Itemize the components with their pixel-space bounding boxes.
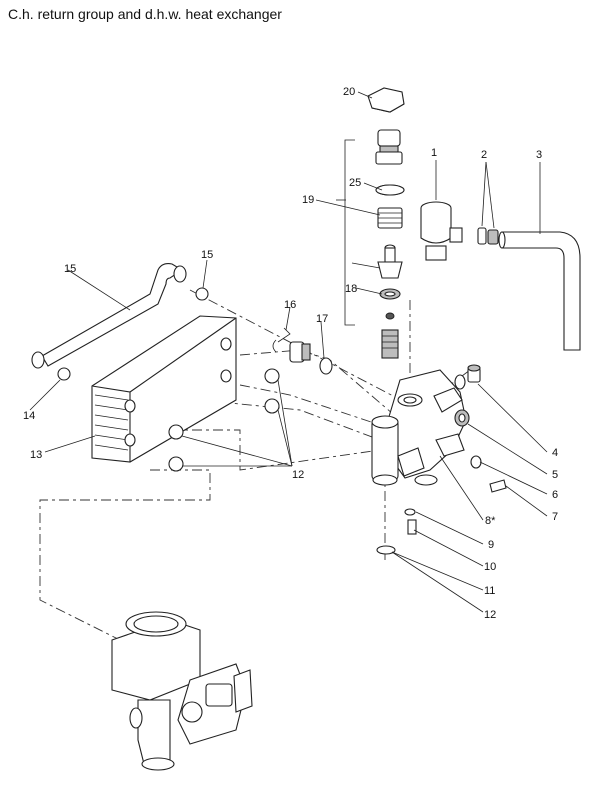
callout-20: 19 xyxy=(302,194,314,206)
callout-13: 12 xyxy=(292,469,304,481)
callout-18: 17 xyxy=(316,313,328,325)
top-cap-part xyxy=(367,87,405,113)
callout-9: 9 xyxy=(488,539,494,551)
bypass-tube-part xyxy=(31,263,187,369)
callout-2: 2 xyxy=(481,149,487,161)
return-group-body xyxy=(371,369,467,486)
callout-17: 16 xyxy=(284,299,296,311)
callout-12: 12 xyxy=(484,609,496,621)
callout-7: 7 xyxy=(552,511,558,523)
callout-19: 18 xyxy=(345,283,357,295)
callout-25: 25 xyxy=(349,177,361,189)
heat-exchanger-part xyxy=(91,315,237,463)
callout-15-lower: 14 xyxy=(23,410,35,422)
group-bracket xyxy=(344,139,355,326)
side-fittings xyxy=(414,364,507,493)
pipe-part xyxy=(498,231,581,351)
callout-8: 8* xyxy=(485,515,496,527)
pump-body-part xyxy=(111,611,253,771)
callout-15-upper: 15 xyxy=(201,249,213,261)
callout-3: 3 xyxy=(536,149,542,161)
o-rings xyxy=(57,184,405,472)
callout-16: 15 xyxy=(64,263,76,275)
callout-10: 10 xyxy=(484,561,496,573)
clip-parts xyxy=(477,227,499,245)
callout-labels: 20 1 2 3 25 19 15 15 18 16 17 14 13 12 4… xyxy=(23,86,558,621)
callout-5: 5 xyxy=(552,469,558,481)
cartridge-stack xyxy=(375,129,405,359)
callout-1: 1 xyxy=(431,147,437,159)
sensor-part xyxy=(420,201,463,261)
leader-lines xyxy=(29,91,548,613)
lower-small-parts xyxy=(376,508,417,555)
callout-4: 4 xyxy=(552,447,558,459)
callout-21: 20 xyxy=(343,86,355,98)
callout-11: 11 xyxy=(484,585,495,597)
diagram-title: C.h. return group and d.h.w. heat exchan… xyxy=(8,6,282,22)
callout-6: 6 xyxy=(552,489,558,501)
callout-14: 13 xyxy=(30,449,42,461)
